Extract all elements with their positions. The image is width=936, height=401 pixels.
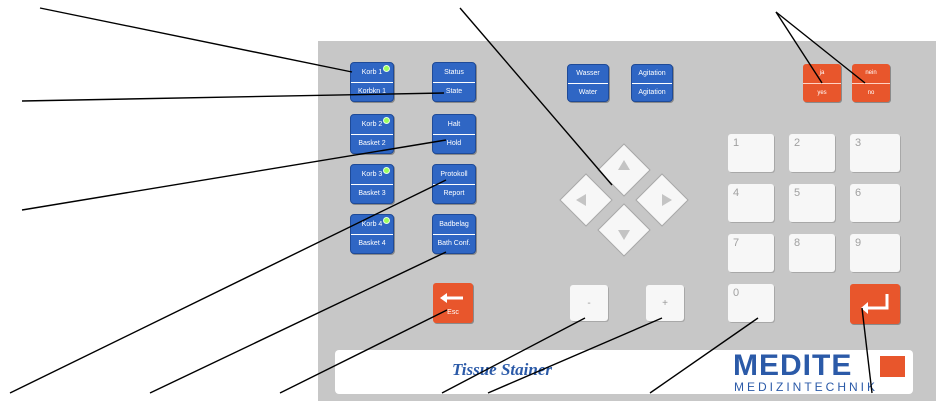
no-label-en: no xyxy=(852,82,890,103)
digit-label: 9 xyxy=(855,237,862,249)
no-label-de: nein xyxy=(865,70,877,77)
digit-label: 3 xyxy=(855,137,862,149)
hold-key[interactable]: Halt Hold xyxy=(432,114,476,154)
yes-label-de: ja xyxy=(819,70,825,77)
digit-9-key[interactable]: 9 xyxy=(850,234,900,272)
yes-label-en: yes xyxy=(803,82,841,103)
water-label-de: Wasser xyxy=(576,70,600,78)
digit-4-key[interactable]: 4 xyxy=(728,184,774,222)
product-name: Tissue Stainer xyxy=(452,360,552,379)
basket-2-label-de: Korb 2 xyxy=(361,120,383,128)
basket-1-key[interactable]: Korb 1 Korbkn 1 xyxy=(350,62,394,102)
digit-label: 8 xyxy=(794,237,801,249)
digit-6-key[interactable]: 6 xyxy=(850,184,900,222)
arrow-right-key[interactable] xyxy=(635,173,689,227)
basket-2-label-en: Basket 2 xyxy=(351,133,393,154)
arrow-right-icon xyxy=(662,194,672,206)
brand-mark xyxy=(880,356,905,377)
arrow-left-key[interactable] xyxy=(559,173,613,227)
report-label-en: Report xyxy=(433,183,475,204)
basket-3-key[interactable]: Korb 3 Basket 3 xyxy=(350,164,394,204)
minus-key[interactable]: - xyxy=(570,285,608,321)
digit-5-key[interactable]: 5 xyxy=(789,184,835,222)
report-key[interactable]: Protokoll Report xyxy=(432,164,476,204)
basket-3-label-en: Basket 3 xyxy=(351,183,393,204)
basket-2-key[interactable]: Korb 2 Basket 2 xyxy=(350,114,394,154)
agitation-key[interactable]: Agitation Agitation xyxy=(631,64,673,102)
arrow-left-icon xyxy=(576,194,586,206)
basket-1-label-de: Korb 1 xyxy=(361,68,383,76)
agitation-label-de: Agitation xyxy=(638,70,666,78)
digit-2-key[interactable]: 2 xyxy=(789,134,835,172)
basket-1-label-en: Korbkn 1 xyxy=(351,81,393,102)
digit-0-key[interactable]: 0 xyxy=(728,284,774,322)
yes-key[interactable]: ja yes xyxy=(803,64,841,102)
digit-label: 6 xyxy=(855,187,862,199)
brand-logo-text: MEDITE xyxy=(733,349,853,382)
arrow-down-icon xyxy=(618,230,630,240)
arrow-up-icon xyxy=(618,160,630,170)
digit-label: 1 xyxy=(733,137,740,149)
digit-1-key[interactable]: 1 xyxy=(728,134,774,172)
plus-key[interactable]: + xyxy=(646,285,684,321)
digit-label: 0 xyxy=(733,287,740,299)
digit-7-key[interactable]: 7 xyxy=(728,234,774,272)
digit-8-key[interactable]: 8 xyxy=(789,234,835,272)
escape-label: Esc xyxy=(447,309,459,316)
arrow-down-key[interactable] xyxy=(597,203,651,257)
bath-config-key[interactable]: Badbelag Bath Conf. xyxy=(432,214,476,254)
basket-3-led xyxy=(383,167,390,174)
leader-line xyxy=(39,7,353,73)
water-label-en: Water xyxy=(568,82,608,102)
escape-key[interactable]: Esc xyxy=(433,283,473,323)
digit-label: 4 xyxy=(733,187,740,199)
basket-4-key[interactable]: Korb 4 Basket 4 xyxy=(350,214,394,254)
basket-4-led xyxy=(383,217,390,224)
digit-label: 7 xyxy=(733,237,740,249)
bath-config-label-de: Badbelag xyxy=(439,220,469,228)
brand-subtitle: MEDIZINTECHNIK xyxy=(734,380,878,394)
no-key[interactable]: nein no xyxy=(852,64,890,102)
arrow-up-key[interactable] xyxy=(597,143,651,197)
water-key[interactable]: Wasser Water xyxy=(567,64,609,102)
status-label-en: State xyxy=(433,81,475,102)
digit-3-key[interactable]: 3 xyxy=(850,134,900,172)
arrow-keypad xyxy=(559,143,689,257)
bath-config-label-en: Bath Conf. xyxy=(433,233,475,254)
digit-label: 5 xyxy=(794,187,801,199)
digit-label: 2 xyxy=(794,137,801,149)
agitation-label-en: Agitation xyxy=(632,82,672,102)
enter-icon xyxy=(861,294,889,314)
basket-2-led xyxy=(383,117,390,124)
report-label-de: Protokoll xyxy=(440,170,468,178)
hold-label-en: Hold xyxy=(433,133,475,154)
status-label-de: Status xyxy=(444,68,464,76)
hold-label-de: Halt xyxy=(447,120,461,128)
enter-key[interactable] xyxy=(850,284,900,324)
basket-4-label-en: Basket 4 xyxy=(351,233,393,254)
arrow-left-icon xyxy=(440,293,463,303)
status-key[interactable]: Status State xyxy=(432,62,476,102)
basket-1-led xyxy=(383,65,390,72)
